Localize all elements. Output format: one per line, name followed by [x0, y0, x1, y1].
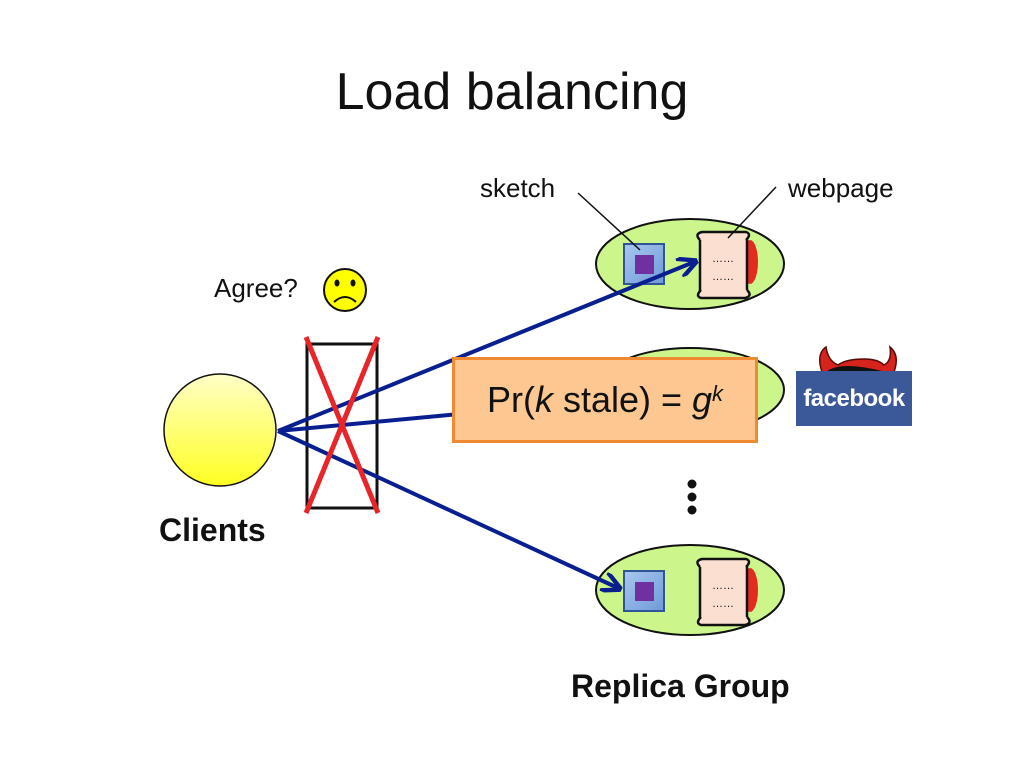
formula-exponent: k	[712, 381, 724, 406]
replica-node-bottom	[595, 544, 785, 636]
scroll-icon	[696, 557, 751, 627]
clients-label: Clients	[159, 512, 266, 548]
webpage-label: webpage	[788, 173, 894, 203]
red-cross-icon	[303, 336, 381, 514]
arrow-to-replica-bottom	[277, 429, 618, 588]
formula-g: g	[692, 379, 713, 420]
scroll-text-line: ……	[712, 271, 734, 283]
load-balancer-box	[305, 342, 379, 510]
clients-circle	[163, 373, 277, 487]
agree-label: Agree?	[214, 273, 298, 303]
scroll-icon	[696, 230, 751, 300]
slide-title: Load balancing	[335, 63, 689, 121]
webpage-leader-line	[727, 186, 777, 239]
sad-face-icon	[323, 268, 367, 312]
facebook-logo: facebook	[796, 371, 912, 426]
arrow-to-replica-middle	[277, 411, 471, 433]
replica-group-label: Replica Group	[571, 668, 790, 704]
sketch-label: sketch	[480, 173, 556, 203]
formula-middle: stale) =	[552, 379, 693, 420]
arrow-to-replica-top	[277, 262, 694, 433]
scroll-text-line: ……	[712, 598, 734, 610]
devil-horns-icon	[819, 345, 897, 373]
scroll-text-line: ……	[712, 580, 734, 592]
sketch-leader-line	[577, 192, 641, 251]
scroll-text-line: ……	[712, 253, 734, 265]
formula-k: k	[534, 379, 553, 420]
formula-prefix: Pr(	[486, 379, 535, 420]
more-replicas-ellipsis-icon	[687, 479, 697, 515]
